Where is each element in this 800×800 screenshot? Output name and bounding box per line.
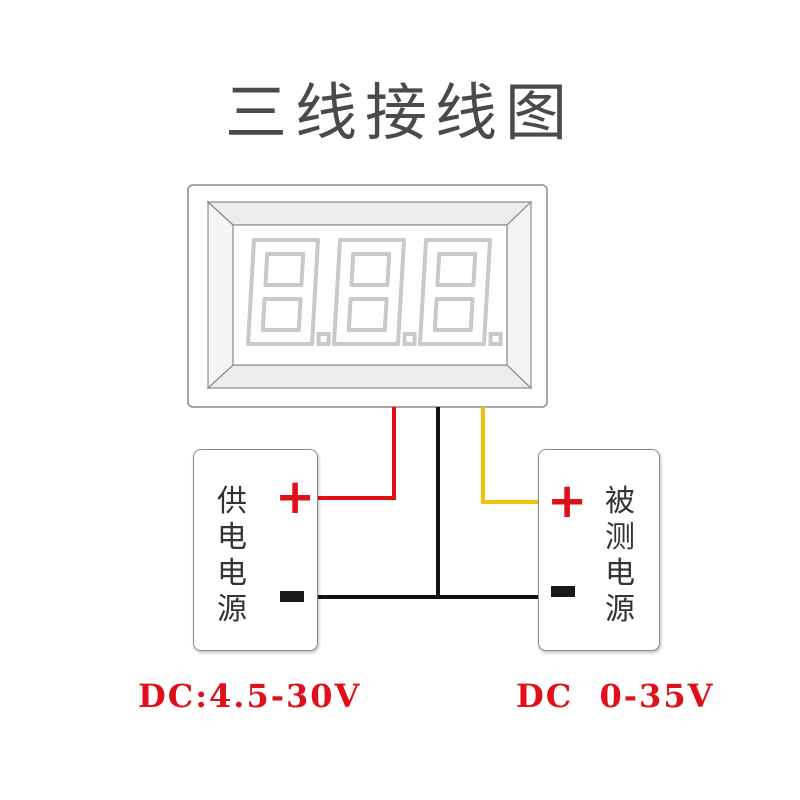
digit-lower-hole (432, 297, 475, 332)
measured-range-label: DC 0-35V (516, 677, 715, 715)
measured-label-char: 测 (605, 520, 635, 555)
voltmeter (187, 184, 548, 408)
yellow-wire (481, 407, 538, 504)
measured-label-char: 源 (605, 592, 635, 627)
digit-upper-hole (349, 252, 392, 287)
measured-label-char: 被 (605, 484, 635, 519)
display-window (232, 224, 508, 366)
decimal-point (402, 332, 417, 346)
measured-plus-terminal: + (547, 473, 588, 529)
measured-minus-terminal (551, 586, 575, 597)
measured-source-box (538, 449, 660, 651)
measured-label: 被 测 电 源 (600, 484, 640, 628)
digit-upper-hole (263, 252, 306, 287)
seven-segment-digits (246, 238, 503, 346)
supply-minus-terminal (280, 591, 304, 602)
supply-source-box (193, 449, 318, 651)
supply-range-label: DC:4.5-30V (138, 677, 362, 715)
red-wire (318, 407, 396, 500)
diagram-title: 三线接线图 (224, 76, 575, 149)
measured-label-char: 电 (605, 556, 635, 591)
bezel-top (206, 201, 533, 226)
digit-lower-hole (260, 297, 303, 332)
digit-outline (332, 238, 406, 346)
bezel-right (506, 200, 532, 390)
digit-lower-hole (346, 297, 389, 332)
supply-label-char: 源 (217, 592, 247, 627)
digit-outline (418, 238, 492, 346)
decimal-point (488, 332, 503, 346)
supply-label-char: 电 (217, 520, 247, 555)
supply-plus-terminal: + (275, 469, 316, 525)
digit-outline (246, 238, 320, 346)
decimal-point (316, 332, 331, 346)
bezel-left (207, 200, 234, 390)
digit-upper-hole (435, 252, 478, 287)
supply-label: 供 电 电 源 (212, 484, 252, 628)
supply-label-char: 电 (217, 556, 247, 591)
bezel-bottom (206, 364, 533, 389)
supply-label-char: 供 (217, 484, 247, 519)
